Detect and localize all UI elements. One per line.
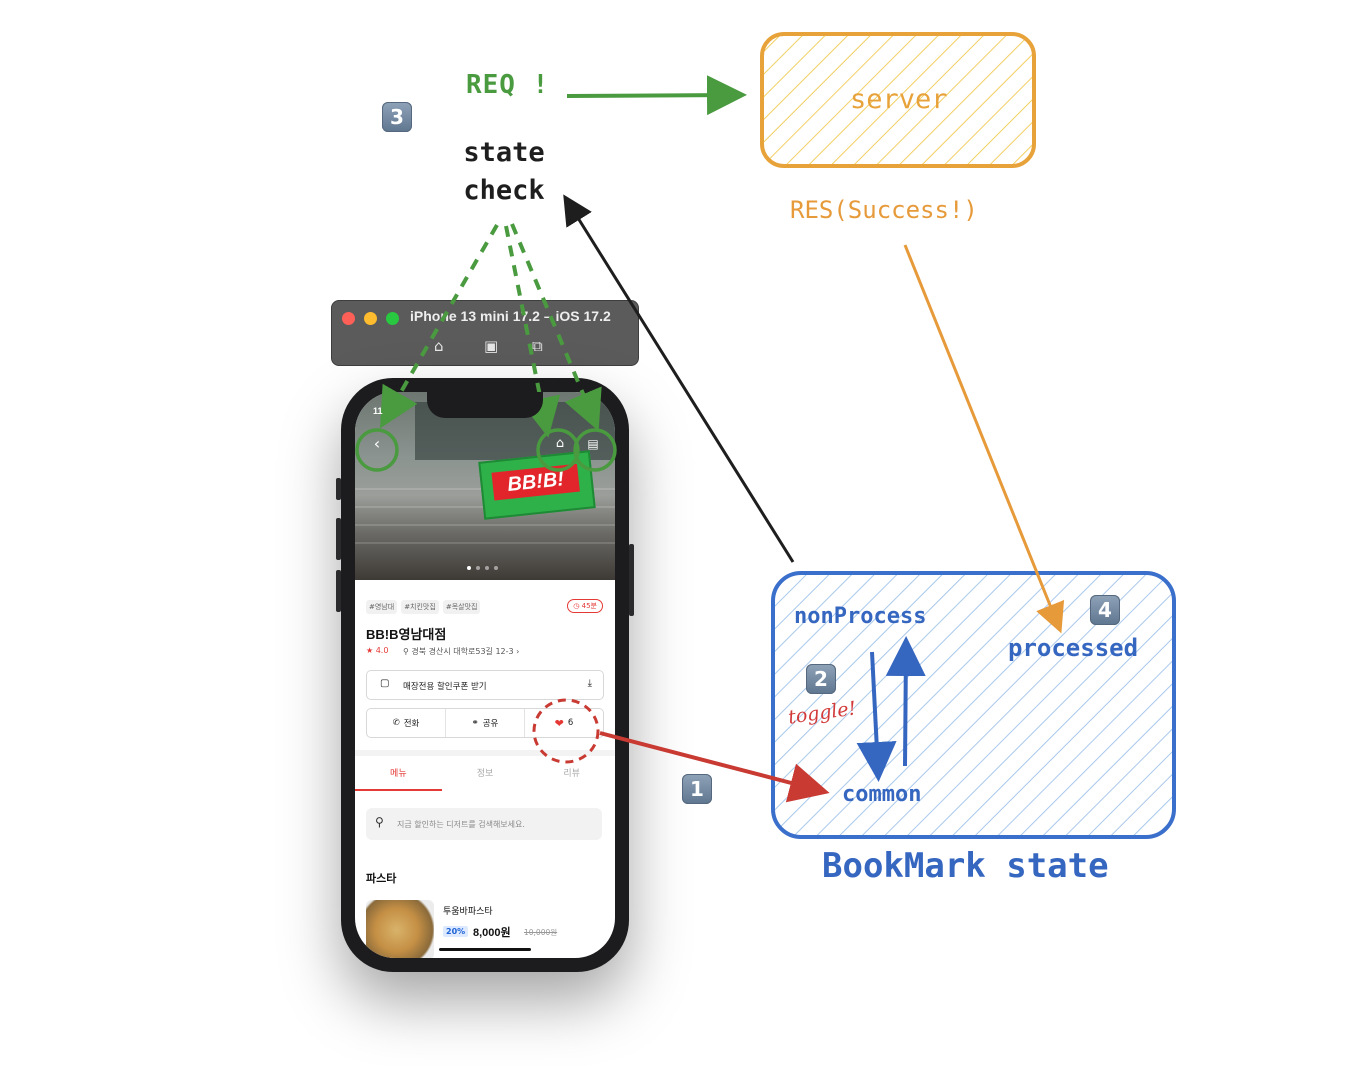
- res-label: RES(Success!): [790, 196, 978, 224]
- menu-search-input[interactable]: ⚲ 지금 할인하는 디저트를 검색해보세요.: [366, 808, 602, 840]
- state-check-line2: check: [463, 175, 545, 206]
- home-button-highlight: [536, 428, 580, 472]
- simulator-titlebar: iPhone 13 mini 17.2 – iOS 17.2 ⌂ ▣ ⧉: [331, 300, 639, 366]
- tab-menu[interactable]: 메뉴: [355, 766, 442, 791]
- call-button[interactable]: ✆전화: [367, 709, 446, 737]
- req-arrow: [566, 75, 747, 116]
- common-label: common: [842, 782, 922, 807]
- address-text: 경북 경산시 대학로53길 12-3: [411, 647, 514, 656]
- tab-info[interactable]: 정보: [476, 769, 494, 779]
- simulator-title: iPhone 13 mini 17.2 – iOS 17.2: [410, 308, 611, 324]
- server-box: [760, 32, 1036, 168]
- tag[interactable]: #영남대: [366, 600, 398, 614]
- non-process-label: nonProcess: [794, 604, 927, 629]
- app-screen: BB!B! 11 ‹ ⌂ ▤ #영남대 #치킨맛집 #목살맛집 ◷ 45분 BB…: [355, 392, 615, 958]
- check-back-arrow: [380, 224, 499, 429]
- rotate-icon[interactable]: ⧉: [532, 337, 543, 355]
- coupon-label: 매장전용 할인쿠폰 받기: [403, 682, 487, 692]
- zoom-window-button[interactable]: [386, 312, 399, 325]
- coupon-button[interactable]: ▢ 매장전용 할인쿠폰 받기 ⤓: [366, 670, 604, 700]
- rating-value: 4.0: [375, 646, 389, 655]
- check-cart-arrow: [510, 223, 602, 432]
- address-link[interactable]: ⚲ 경북 경산시 대학로53길 12-3 ›: [403, 647, 520, 656]
- state-check-line1: state: [463, 137, 545, 168]
- detail-tabs: 메뉴 정보 리뷰: [355, 766, 615, 791]
- toggle-up-arrow: [885, 636, 926, 767]
- res-arrow: [903, 244, 1065, 634]
- time-badge-label: 45분: [581, 602, 597, 610]
- state-to-check-arrow: [563, 194, 795, 563]
- home-button[interactable]: ⌂: [555, 436, 565, 451]
- tag[interactable]: #목살맛집: [442, 600, 481, 614]
- minimize-window-button[interactable]: [364, 312, 377, 325]
- call-label: 전화: [403, 719, 420, 729]
- mute-switch: [336, 478, 341, 500]
- tab-review[interactable]: 리뷰: [563, 769, 580, 779]
- menu-section-title: 파스타: [366, 873, 397, 885]
- like-count: 6: [567, 718, 574, 728]
- volume-down-button: [336, 570, 341, 612]
- search-icon: ⚲: [375, 815, 384, 829]
- processed-label: processed: [1008, 634, 1139, 662]
- coupon-icon: ▢: [380, 678, 390, 689]
- time-badge: ◷ 45분: [567, 599, 603, 613]
- download-icon: ⤓: [587, 678, 592, 689]
- iphone-frame: BB!B! 11 ‹ ⌂ ▤ #영남대 #치킨맛집 #목살맛집 ◷ 45분 BB…: [336, 378, 634, 972]
- menu-item-name[interactable]: 투움바파스타: [443, 907, 493, 917]
- step-badge-4: 4: [1090, 595, 1120, 625]
- location-pin-icon: ⚲: [403, 647, 409, 656]
- power-button: [629, 544, 634, 616]
- back-button-highlight: [355, 428, 399, 472]
- heart-icon: ❤: [554, 716, 564, 730]
- cart-button[interactable]: ▤: [587, 437, 599, 451]
- like-button-highlight: [532, 698, 600, 764]
- search-placeholder: 지금 할인하는 디저트를 검색해보세요.: [397, 820, 525, 829]
- volume-up-button: [336, 518, 341, 560]
- rating: ★ 4.0: [366, 646, 388, 655]
- toggle-down-arrow: [856, 651, 897, 782]
- share-label: 공유: [482, 719, 499, 729]
- discount-badge: 20%: [443, 926, 469, 937]
- home-icon[interactable]: ⌂: [434, 337, 444, 355]
- back-button[interactable]: ‹: [373, 434, 381, 453]
- share-icon: ⚭: [471, 718, 479, 728]
- star-icon: ★: [366, 646, 374, 655]
- menu-item-original-price: 10,000원: [524, 928, 558, 937]
- image-pager: [467, 566, 498, 570]
- share-button[interactable]: ⚭공유: [446, 709, 525, 737]
- menu-item-price: 8,000원: [473, 927, 511, 939]
- state-check-label: state check: [452, 134, 556, 210]
- step-badge-3: 3: [382, 102, 412, 132]
- notch: [427, 392, 543, 418]
- close-window-button[interactable]: [342, 312, 355, 325]
- phone-icon: ✆: [392, 718, 400, 728]
- menu-item-thumbnail[interactable]: [366, 900, 434, 958]
- server-label: server: [850, 84, 948, 115]
- bookmark-like-button[interactable]: ❤6: [525, 709, 603, 737]
- action-bar: ✆전화 ⚭공유 ❤6: [366, 708, 604, 738]
- tag-list: #영남대 #치킨맛집 #목살맛집: [366, 600, 481, 614]
- step-badge-1: 1: [682, 774, 712, 804]
- section-divider: [355, 750, 615, 756]
- step-badge-2: 2: [806, 664, 836, 694]
- tag[interactable]: #치킨맛집: [401, 600, 439, 614]
- bookmark-state-title: BookMark state: [822, 846, 1109, 886]
- cart-button-highlight: [573, 428, 617, 472]
- req-label: REQ !: [466, 70, 550, 100]
- store-name: BB!B영남대점: [366, 627, 447, 642]
- camera-icon[interactable]: ▣: [484, 337, 499, 355]
- status-time: 11: [373, 406, 383, 416]
- like-to-common-arrow: [599, 731, 830, 803]
- home-indicator: [439, 948, 531, 951]
